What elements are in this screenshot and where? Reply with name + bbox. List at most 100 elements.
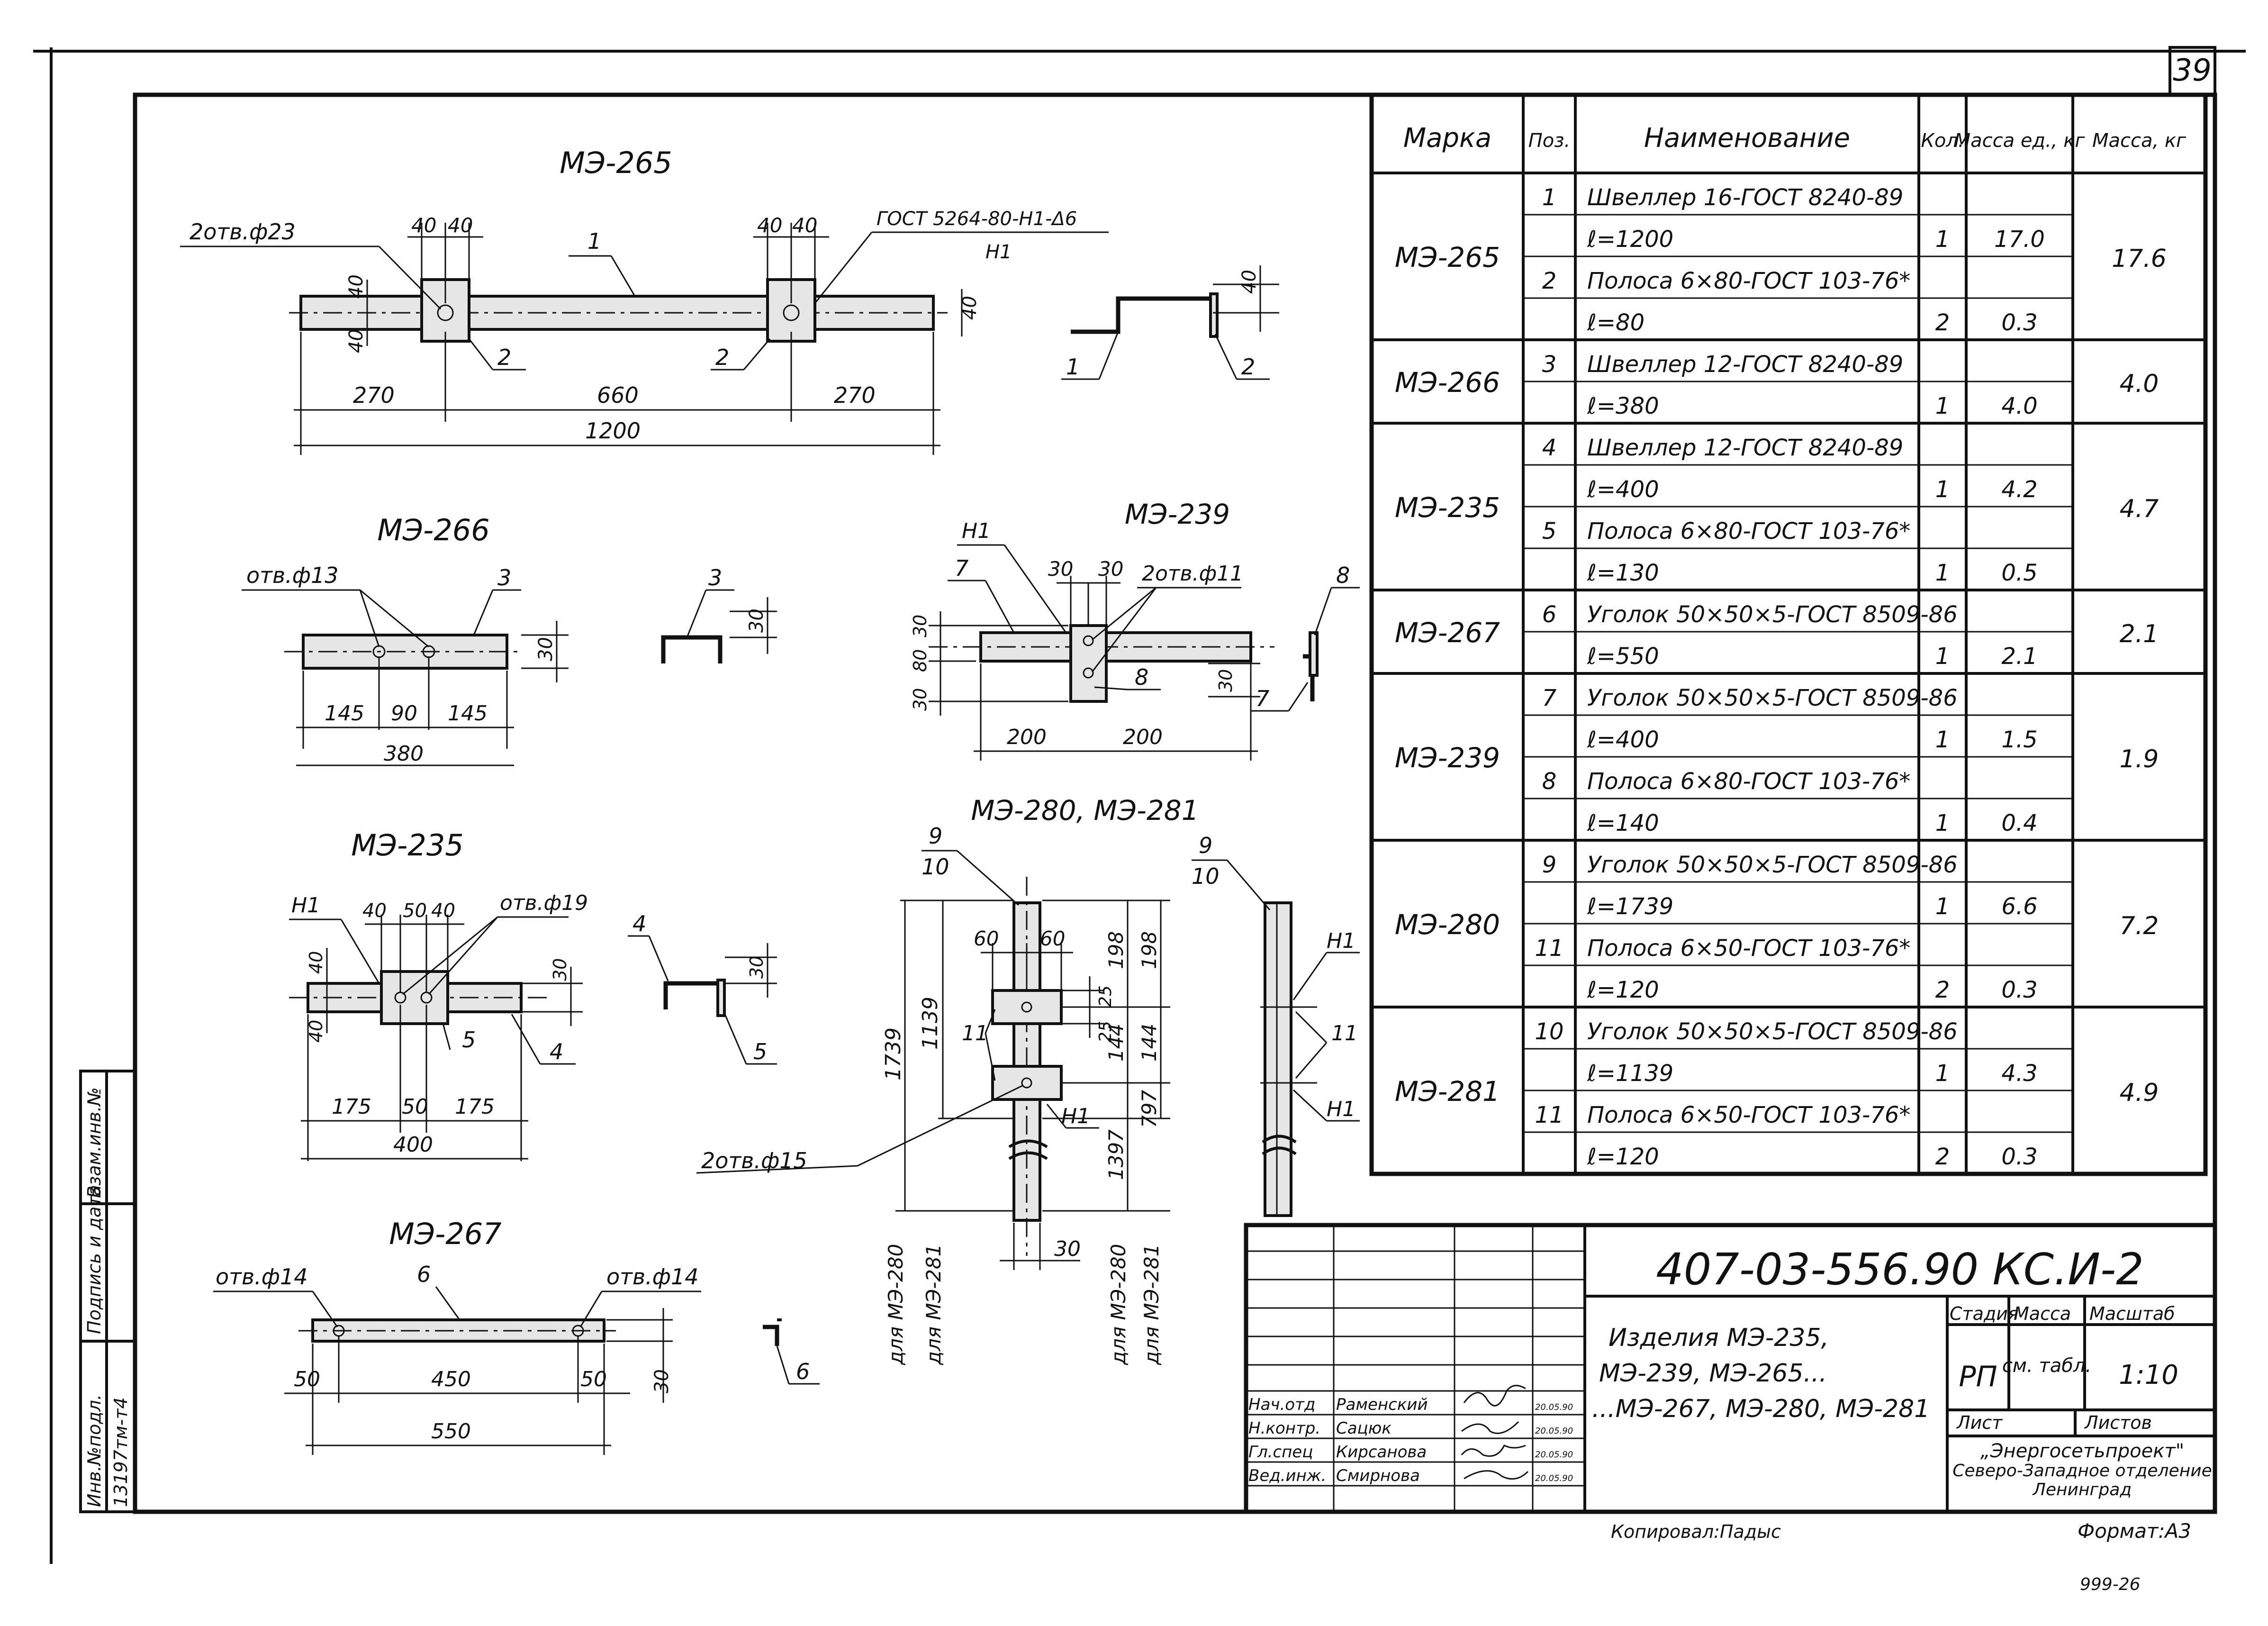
me266-title: МЭ-266 [377, 513, 490, 547]
spec-group-mass: 1.9 [2120, 745, 2159, 773]
spec-row-unit-mass: 4.0 [2001, 393, 2037, 419]
spec-row-name: ℓ=120 [1587, 1144, 1659, 1170]
person-role-2: Н.контр. [1248, 1419, 1320, 1438]
signature-2 [1461, 1421, 1519, 1434]
me235-plate [380, 970, 449, 1025]
me280-pos-9: 9 [929, 823, 942, 849]
me267-dim-30: 30 [651, 1369, 673, 1393]
me265-dim-v-3: 40 [959, 296, 981, 320]
spec-row-name: Уголок 50×50×5-ГОСТ 8509-86 [1587, 601, 1958, 628]
spec-row-name: ℓ=400 [1587, 727, 1659, 753]
spec-row-qty: 2 [1935, 309, 1950, 336]
me235-dim-50: 50 [402, 1095, 428, 1119]
spec-group-mass: 4.9 [2120, 1079, 2159, 1107]
me239-dim-200-right: 200 [1123, 725, 1163, 749]
me235-dim-175-right: 175 [455, 1095, 495, 1119]
title-block: 407-03-556.90 КС.И-2 Изделия МЭ-235, МЭ-… [1244, 1223, 2217, 1514]
me239-weld: Н1 [962, 519, 991, 543]
me265-title: МЭ-265 [560, 145, 672, 180]
spec-row-unit-mass: 6.6 [2001, 893, 2037, 920]
me280-dim-1139: 1139 [918, 997, 942, 1050]
spec-row-pos: 1 [1542, 184, 1557, 211]
me280-dim-198-b: 198 [1138, 931, 1161, 969]
me265-dim-top-1: 40 [411, 214, 436, 237]
me267-dim-50-left: 50 [294, 1367, 320, 1391]
copied-by: Копировал:Падыс [1611, 1521, 1781, 1542]
stage-value: РП [1959, 1360, 1997, 1393]
scale-header: Масштаб [2089, 1303, 2175, 1324]
me280-weld: Н1 [1061, 1104, 1090, 1128]
me239-dim-v-30-b: 30 [910, 688, 931, 711]
spec-row-pos: 11 [1535, 935, 1563, 962]
me235-pos-5: 5 [462, 1027, 476, 1053]
me267-section [763, 1325, 779, 1346]
side-stamp: Инв.№подл. Подпись и дата Взам.инв.№ 131… [79, 1070, 136, 1513]
spec-row-name: ℓ=550 [1587, 643, 1659, 670]
me235-section [663, 981, 723, 1009]
view-me239: МЭ-239 30 30 Н1 2отв.ф11 7 8 30 80 30 [910, 498, 1360, 761]
me235-section-pos-4: 4 [633, 911, 646, 936]
spec-row-qty: 1 [1935, 893, 1950, 920]
spec-header-qty: Кол. [1921, 130, 1964, 152]
spec-row-name: Швеллер 16-ГОСТ 8240-89 [1587, 184, 1903, 211]
me265-section-pos-1: 1 [1066, 354, 1080, 380]
spec-row-name: ℓ=1200 [1587, 226, 1673, 253]
me239-dim-30-b: 30 [1098, 557, 1123, 581]
me280-for-280-a: для МЭ-280 [884, 1244, 907, 1365]
spec-row-name: Полоса 6×50-ГОСТ 103-76* [1587, 935, 1910, 962]
view-me235: МЭ-235 40 50 40 Н1 отв.ф19 40 40 30 5 4 [289, 828, 777, 1161]
me265-weld: Н1 [985, 241, 1012, 263]
me267-dim-550: 550 [431, 1419, 471, 1444]
spec-row-name: Полоса 6×80-ГОСТ 103-76* [1587, 518, 1910, 545]
me265-gost: ГОСТ 5264-80-Н1-Δ6 [876, 208, 1077, 230]
spec-row-name: Полоса 6×50-ГОСТ 103-76* [1587, 1102, 1910, 1128]
me235-dim-175-left: 175 [332, 1095, 371, 1119]
view-me267: МЭ-267 отв.ф14 отв.ф14 6 50 450 50 550 3… [213, 1217, 820, 1455]
me280-hole-label: 2отв.ф15 [701, 1148, 807, 1173]
spec-row-pos: 10 [1535, 1018, 1563, 1045]
person-name-3: Кирсанова [1336, 1443, 1427, 1462]
me239-dim-v-80: 80 [910, 649, 931, 672]
spec-row-name: Полоса 6×80-ГОСТ 103-76* [1587, 768, 1910, 795]
spec-group-mark: МЭ-266 [1395, 366, 1500, 399]
spec-row-unit-mass: 0.5 [2001, 560, 2037, 586]
me235-dim-top-40-a: 40 [362, 900, 387, 922]
spec-row-name: Уголок 50×50×5-ГОСТ 8509-86 [1587, 852, 1958, 878]
me265-dim-v-2: 40 [345, 329, 367, 353]
spec-header-unit-mass: Масса ед., кг [1954, 130, 2086, 152]
me266-section [661, 635, 723, 663]
me235-pos-4: 4 [550, 1039, 563, 1064]
spec-row-qty: 2 [1935, 1144, 1950, 1170]
me239-dim-30-a: 30 [1048, 557, 1073, 581]
me280-side-pos-11: 11 [1331, 1021, 1358, 1045]
me267-pos-6: 6 [417, 1262, 431, 1287]
me265-hole-label: 2отв.ф23 [190, 219, 296, 245]
person-date-3: 20.05.90 [1535, 1450, 1573, 1460]
signature-1 [1463, 1385, 1526, 1407]
side-stamp-sign-header: Подпись и дата [84, 1185, 105, 1334]
spec-row-name: ℓ=1739 [1587, 893, 1673, 920]
side-stamp-inv-number: 13197тм-т4 [110, 1397, 131, 1507]
me266-dim-145-left: 145 [325, 701, 364, 726]
spec-row-qty: 1 [1935, 226, 1950, 253]
spec-row-unit-mass: 0.3 [2001, 977, 2037, 1003]
spec-group-mark: МЭ-239 [1395, 742, 1500, 774]
title-code: 407-03-556.90 КС.И-2 [1656, 1244, 2144, 1295]
spec-header-mass: Масса, кг [2092, 130, 2187, 152]
person-role-3: Гл.спец [1248, 1443, 1313, 1462]
spec-row-unit-mass: 4.2 [2001, 476, 2037, 503]
me235-dim-v-40-b: 40 [306, 1020, 326, 1043]
me235-title: МЭ-235 [351, 828, 464, 863]
title-line-1: Изделия МЭ-235, [1608, 1324, 1829, 1352]
me267-dim-50-right: 50 [580, 1367, 607, 1391]
me265-dim-top-4: 40 [792, 214, 817, 237]
spec-group-mass: 7.2 [2120, 912, 2159, 940]
me280-dim-60-left: 60 [974, 927, 999, 950]
corner-note: 999-26 [2080, 1575, 2141, 1594]
spec-group-mark: МЭ-267 [1395, 617, 1500, 649]
me239-dim-30-side: 30 [1215, 669, 1236, 692]
me235-section-dim-30: 30 [746, 956, 767, 979]
person-name-1: Раменский [1336, 1395, 1428, 1414]
me266-dim-30: 30 [535, 637, 557, 661]
